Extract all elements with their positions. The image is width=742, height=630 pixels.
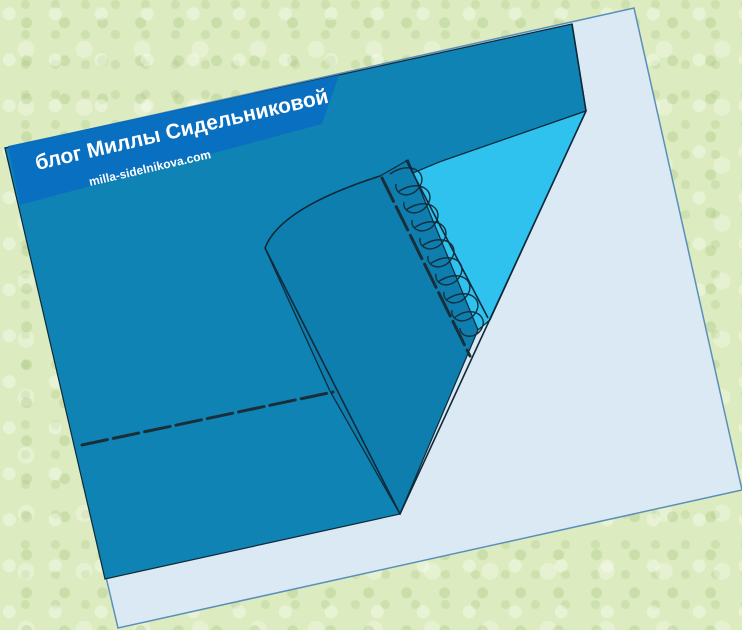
flap-top-curve: [264, 175, 381, 249]
flap-left-edge: [264, 247, 401, 515]
stitch-line-flap: [380, 176, 472, 358]
overlock-stitch: [389, 159, 489, 337]
diagonal-cut-edge: [399, 110, 587, 515]
stitch-line-horizontal: [80, 390, 335, 447]
fabric-right-edge: [571, 23, 587, 112]
